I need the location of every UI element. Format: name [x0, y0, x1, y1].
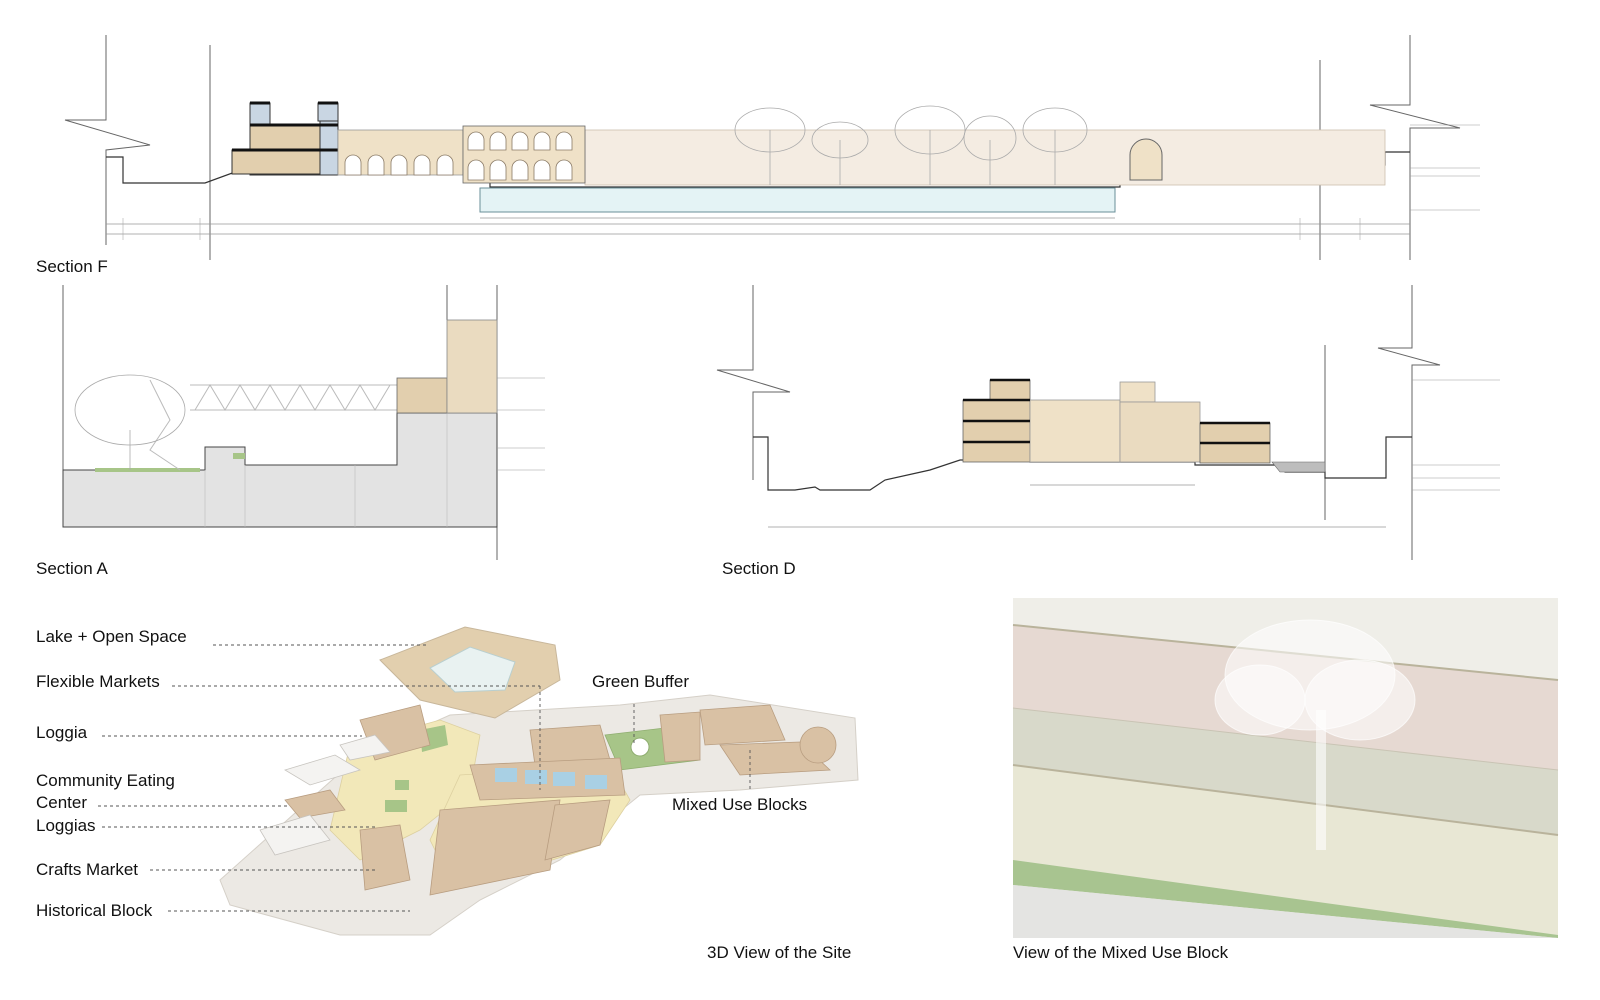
mixed-use-render	[1012, 598, 1559, 938]
callout-loggia: Loggia	[36, 723, 88, 742]
site-3d-drawing	[219, 626, 859, 936]
callout-green-buffer: Green Buffer	[592, 672, 690, 691]
callout-historical-block: Historical Block	[36, 901, 153, 920]
callout-mixed-use-blocks: Mixed Use Blocks	[672, 795, 808, 814]
callout-community-eating-center-line1: Community Eating	[36, 771, 175, 790]
callout-crafts-market: Crafts Market	[36, 860, 139, 879]
callout-loggias: Loggias	[36, 816, 96, 835]
site-3d-caption: 3D View of the Site	[707, 943, 852, 962]
section-f-drawing	[64, 35, 1480, 260]
section-d-drawing	[716, 285, 1500, 560]
callout-flexible-markets: Flexible Markets	[36, 672, 160, 691]
section-f-label: Section F	[36, 257, 108, 276]
section-d-label: Section D	[722, 559, 796, 578]
mixed-use-caption: View of the Mixed Use Block	[1013, 943, 1229, 962]
section-a-label: Section A	[36, 559, 108, 578]
section-a-drawing	[62, 285, 545, 560]
callout-leaders	[98, 644, 751, 912]
callout-lake-open-space: Lake + Open Space	[36, 627, 187, 646]
callout-community-eating-center-line2: Center	[36, 793, 88, 812]
